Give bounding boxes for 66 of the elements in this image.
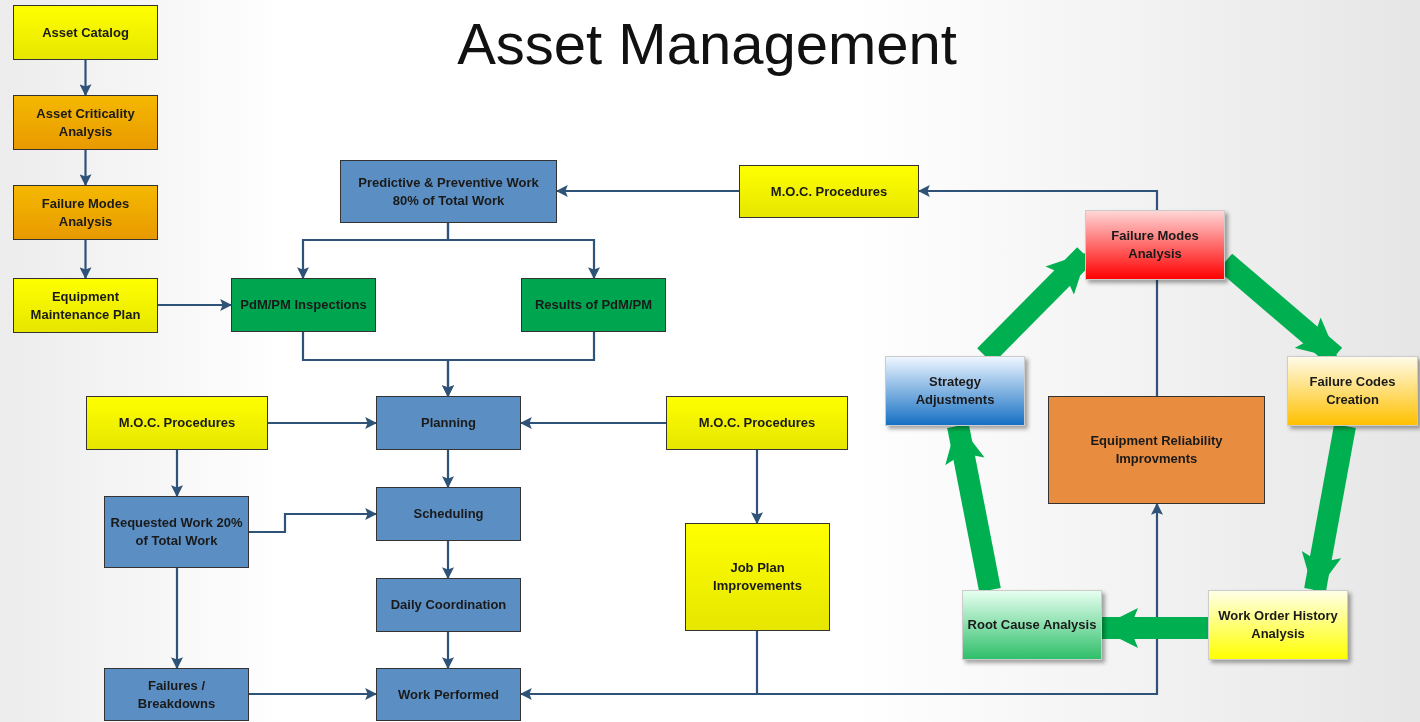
process-box xyxy=(376,487,521,541)
title: Asset Management xyxy=(456,10,958,78)
arrow xyxy=(442,450,454,489)
box-label: Asset Criticality Analysis xyxy=(35,104,136,141)
process-box xyxy=(376,396,521,450)
arrow xyxy=(519,417,666,429)
process-box xyxy=(666,396,848,450)
process-box xyxy=(13,278,158,333)
box-label: M.O.C. Procedures xyxy=(770,182,888,201)
process-box xyxy=(1208,590,1348,660)
box-label: Job Plan Improvements xyxy=(712,559,803,595)
box-label: PdM/PM Inspections xyxy=(240,296,367,314)
process-box xyxy=(376,668,521,721)
process-box xyxy=(1287,356,1418,426)
box-label: M.O.C. Procedures xyxy=(118,414,236,432)
process-box xyxy=(1085,210,1225,280)
box-label: Results of PdM/PM xyxy=(535,296,652,314)
box-label: Root Cause Analysis xyxy=(967,616,1097,634)
process-box xyxy=(13,95,158,150)
arrow xyxy=(79,150,92,187)
box-label: Predictive & Preventive Work 80% of Total Work xyxy=(357,173,540,210)
box-label: Failure Codes Creation xyxy=(1308,373,1397,409)
process-box xyxy=(885,356,1025,426)
process-box xyxy=(86,396,268,450)
box-label: Daily Coordination xyxy=(390,596,507,614)
process-box xyxy=(1048,396,1265,504)
box-label: Failure Modes Analysis xyxy=(1110,227,1200,263)
process-box xyxy=(521,278,666,332)
process-box xyxy=(685,523,830,631)
process-box xyxy=(962,590,1102,660)
arrow xyxy=(751,450,763,525)
process-box xyxy=(104,668,249,721)
process-box xyxy=(340,160,557,223)
process-box xyxy=(231,278,376,332)
box-label: Strategy Adjustments xyxy=(914,373,996,409)
box-label: Failures / Breakdowns xyxy=(136,676,217,713)
process-box xyxy=(739,165,919,218)
arrow xyxy=(442,632,454,670)
box-label: Scheduling xyxy=(413,505,484,523)
process-box xyxy=(13,185,158,240)
box-label: Requested Work 20% of Total Work xyxy=(109,514,244,550)
arrow xyxy=(555,185,739,197)
arrow xyxy=(171,568,183,670)
arrow xyxy=(446,223,600,280)
box-label: Equipment Maintenance Plan xyxy=(29,287,142,324)
arrow xyxy=(171,450,183,498)
box-label: Work Performed xyxy=(398,685,499,704)
box-label: Asset Catalog xyxy=(42,23,129,42)
box-label: Work Order History Analysis xyxy=(1217,607,1339,643)
process-box xyxy=(376,578,521,632)
box-label: M.O.C. Procedures xyxy=(698,414,816,432)
process-box xyxy=(13,5,158,60)
box-label: Equipment Reliability Improvments xyxy=(1089,432,1224,468)
box-label: Planning xyxy=(421,414,476,432)
process-box xyxy=(104,496,249,568)
connector-line xyxy=(1155,280,1159,396)
arrow xyxy=(79,240,92,280)
arrow xyxy=(79,60,92,97)
arrow xyxy=(442,541,454,580)
arrow xyxy=(917,185,1159,210)
arrow xyxy=(442,332,596,398)
arrow xyxy=(249,688,378,700)
arrow xyxy=(268,417,378,429)
arrow xyxy=(158,299,233,311)
arrow xyxy=(249,508,378,534)
box-label: Failure Modes Analysis xyxy=(40,194,131,231)
